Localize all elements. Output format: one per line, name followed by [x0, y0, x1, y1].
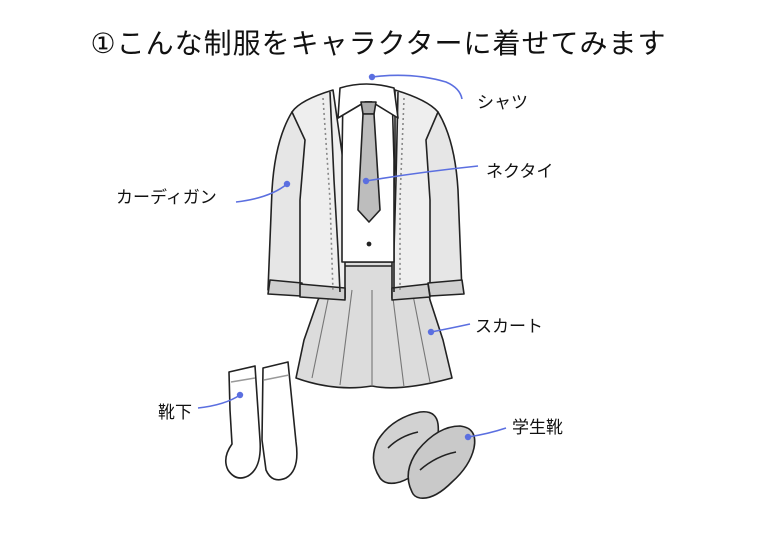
label-shoes: 学生靴	[512, 418, 563, 438]
cardigan-drawing	[267, 89, 465, 301]
label-necktie: ネクタイ	[486, 162, 554, 182]
label-skirt: スカート	[475, 317, 543, 337]
label-shirt: シャツ	[477, 93, 528, 113]
page-title: ①こんな制服をキャラクターに着せてみます	[90, 27, 667, 60]
label-cardigan: カーディガン	[116, 188, 217, 208]
necktie-drawing	[357, 101, 381, 223]
pointer-dots	[236, 73, 472, 441]
socks-drawing	[224, 361, 298, 481]
pointer-lines	[197, 74, 507, 438]
label-socks: 靴下	[158, 403, 192, 423]
shoes-drawing	[372, 410, 476, 499]
